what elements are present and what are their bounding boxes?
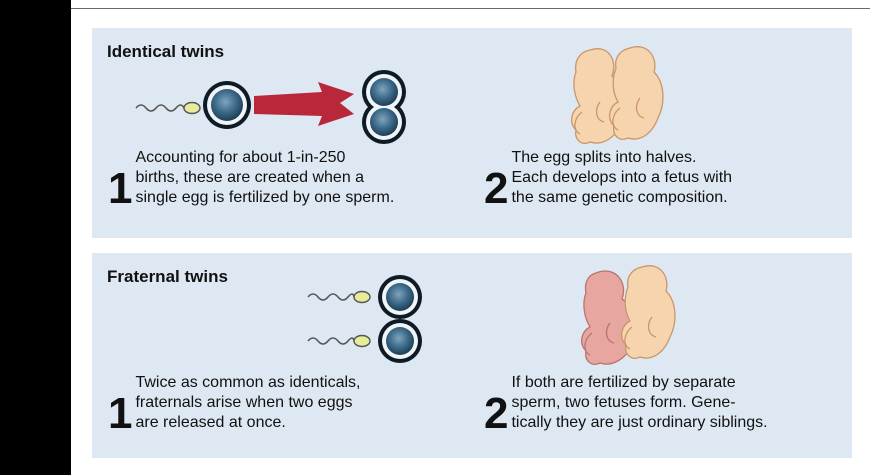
fraternal-twins-panel: Fraternal twins xyxy=(92,253,852,458)
step-description: Twice as common as identicals, fraternal… xyxy=(135,373,360,433)
step-number: 2 xyxy=(484,170,508,208)
fraternal-twins-title: Fraternal twins xyxy=(107,267,228,287)
egg-icon xyxy=(378,319,422,363)
top-rule xyxy=(71,8,870,9)
fraternal-fertilization-illustration xyxy=(304,275,444,375)
identical-twins-title: Identical twins xyxy=(107,42,224,62)
fraternal-fetuses-illustration xyxy=(566,261,686,376)
fetus-icon xyxy=(610,47,663,140)
step-number: 1 xyxy=(108,170,132,208)
egg-icon xyxy=(203,81,251,129)
split-arrow-icon xyxy=(254,82,354,126)
egg-icon xyxy=(378,275,422,319)
split-egg-icon xyxy=(362,70,406,144)
identical-step-1: 1 Accounting for about 1-in-250 births, … xyxy=(108,148,394,208)
left-black-bar xyxy=(0,0,71,475)
sperm-icon xyxy=(308,336,370,347)
identical-fertilization-illustration xyxy=(132,70,422,150)
fetus-icon xyxy=(622,266,675,359)
step-description: The egg splits into halves. Each develop… xyxy=(511,148,732,208)
identical-twins-panel: Identical twins xyxy=(92,28,852,238)
fraternal-step-2: 2 If both are fertilized by separate spe… xyxy=(484,373,768,433)
sperm-icon xyxy=(136,103,200,114)
identical-step-2: 2 The egg splits into halves. Each devel… xyxy=(484,148,732,208)
step-description: Accounting for about 1-in-250 births, th… xyxy=(135,148,394,208)
sperm-icon xyxy=(308,292,370,303)
fraternal-step-1: 1 Twice as common as identicals, fratern… xyxy=(108,373,360,433)
step-number: 2 xyxy=(484,395,508,433)
identical-fetuses-illustration xyxy=(560,42,670,157)
step-description: If both are fertilized by separate sperm… xyxy=(511,373,767,433)
step-number: 1 xyxy=(108,395,132,433)
